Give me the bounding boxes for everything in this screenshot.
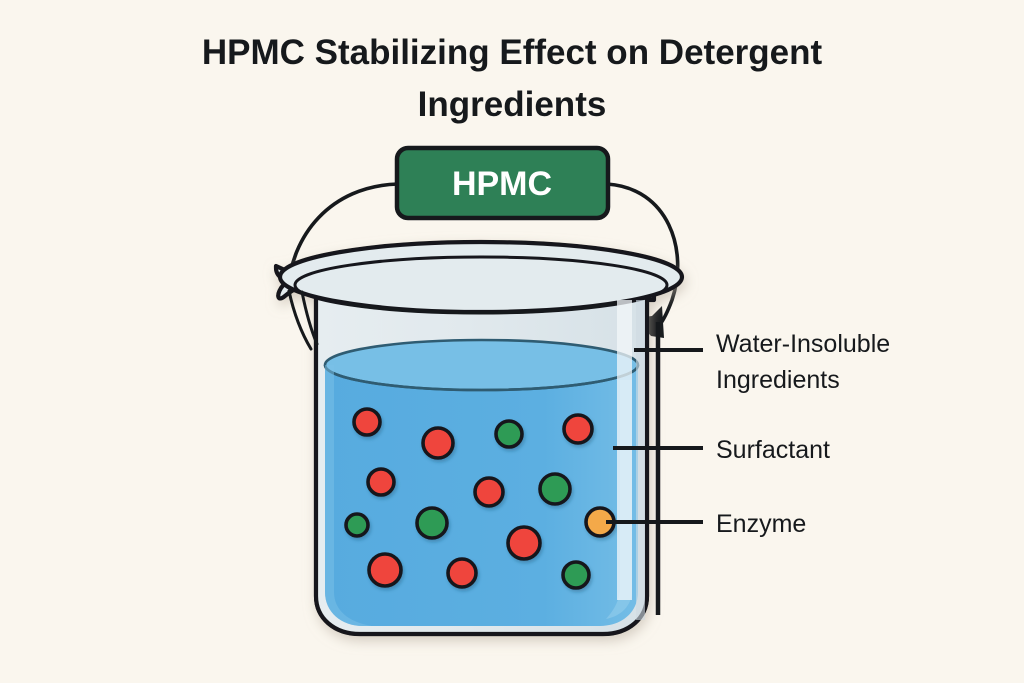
liquid-highlight-left — [325, 365, 372, 626]
particle-layer — [344, 407, 616, 590]
beaker-spout-crease-b — [287, 289, 313, 351]
page-title-line-1: HPMC Stabilizing Effect on Detergent — [202, 33, 823, 72]
callout-label-water-insoluble-line-2: Ingredients — [716, 366, 840, 394]
page-title-line-2: Ingredients — [418, 85, 607, 124]
particle-red — [506, 525, 542, 561]
hpmc-badge-box[interactable] — [394, 145, 611, 221]
particle-red — [446, 557, 478, 589]
hpmc-badge-label: HPMC — [452, 165, 552, 203]
callout-label-surfactant: Surfactant — [716, 436, 830, 464]
callout-label-water-insoluble-line-1: Water-Insoluble — [716, 330, 890, 358]
glass-inner-edge-right — [636, 300, 645, 620]
particle-red — [366, 467, 396, 497]
particle-green — [415, 506, 449, 540]
particle-red — [352, 407, 382, 437]
callout-leaders — [606, 322, 703, 615]
particle-red — [421, 426, 455, 460]
particle-red — [562, 413, 594, 445]
particle-red — [473, 476, 505, 508]
beaker-spout-crease-a — [300, 290, 319, 346]
particle-green — [494, 419, 524, 449]
hpmc-badge[interactable]: HPMC — [394, 145, 611, 221]
beaker-rim-thickness-line — [345, 300, 624, 315]
particle-green — [344, 512, 370, 538]
particle-red — [367, 552, 403, 588]
callout-label-enzyme: Enzyme — [716, 510, 806, 538]
particle-green — [561, 560, 591, 590]
particle-green — [538, 472, 572, 506]
